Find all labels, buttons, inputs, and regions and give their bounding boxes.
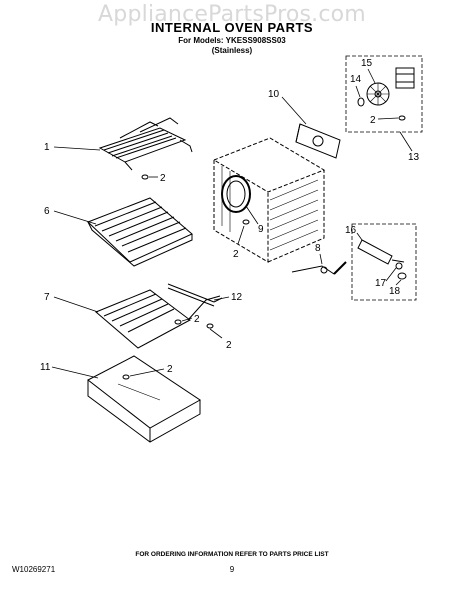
- callout-label: 13: [408, 152, 420, 163]
- fan-blade: [366, 82, 390, 106]
- convection-fan-baffle: [295, 123, 341, 159]
- finish-line: (Stainless): [211, 46, 253, 55]
- light-socket: [357, 239, 405, 265]
- callout-label: 2: [233, 249, 239, 260]
- callout-10: 10: [268, 89, 307, 125]
- callout-16: 16: [345, 225, 363, 241]
- callout-9: 9: [245, 205, 264, 235]
- callout-label: 2: [370, 115, 376, 126]
- oven-cavity: [212, 137, 326, 263]
- light-bulb: [395, 262, 403, 270]
- oven-light-assembly-box: [351, 223, 417, 301]
- callout-label: 8: [315, 243, 321, 254]
- fan-motor: [395, 67, 415, 89]
- callout-label: 15: [361, 58, 373, 69]
- bake-element-bracket: [167, 283, 223, 307]
- oven-rack: [87, 197, 193, 267]
- callout-label: 7: [44, 292, 50, 303]
- callout-label: 10: [268, 89, 280, 100]
- page-number: 9: [229, 565, 235, 574]
- callout-label: 2: [226, 340, 232, 351]
- screw-bake-left: 2: [174, 314, 200, 325]
- ordering-note: FOR ORDERING INFORMATION REFER TO PARTS …: [135, 551, 329, 558]
- callout-7: 7: [44, 292, 99, 313]
- callout-label: 18: [389, 286, 401, 297]
- callout-label: 14: [350, 74, 362, 85]
- callout-17: 17: [375, 267, 397, 289]
- callout-12: 12: [213, 292, 243, 303]
- callout-11: 11: [40, 362, 99, 379]
- screw-cavity: 2: [233, 219, 250, 260]
- callout-15: 15: [361, 58, 376, 84]
- callout-6: 6: [44, 206, 97, 225]
- convection-fan-assembly-box: [345, 55, 423, 133]
- callout-label: 2: [160, 173, 166, 184]
- callout-14: 14: [350, 74, 362, 98]
- screw-tray: 2: [122, 364, 173, 380]
- screw-bake-right: 2: [206, 323, 232, 351]
- screw-under-broil: 2: [141, 173, 166, 184]
- models-line: For Models: YKESS908SS03: [178, 36, 286, 45]
- callout-label: 12: [231, 292, 243, 303]
- broil-element: [98, 117, 193, 171]
- bake-element: [95, 289, 221, 349]
- callout-label: 2: [194, 314, 200, 325]
- callout-1: 1: [44, 142, 101, 153]
- fan-nut: [357, 97, 365, 107]
- callout-label: 11: [40, 362, 51, 373]
- temperature-sensor: [291, 261, 347, 275]
- callout-label: 17: [375, 278, 387, 289]
- callout-label: 2: [167, 364, 173, 375]
- callout-18: 18: [389, 279, 402, 297]
- oven-bottom-tray: [87, 355, 201, 443]
- page-title: INTERNAL OVEN PARTS: [150, 20, 314, 35]
- document-number: W10269271: [12, 565, 56, 574]
- screw-fan: 2: [370, 115, 406, 126]
- watermark: AppliancePartsPros.com: [98, 2, 366, 27]
- callout-8: 8: [315, 243, 323, 265]
- callout-label: 1: [44, 142, 50, 153]
- light-lens: [397, 272, 407, 280]
- callout-13: 13: [399, 131, 420, 163]
- callout-label: 6: [44, 206, 50, 217]
- callout-label: 16: [345, 225, 357, 236]
- callout-label: 9: [258, 224, 264, 235]
